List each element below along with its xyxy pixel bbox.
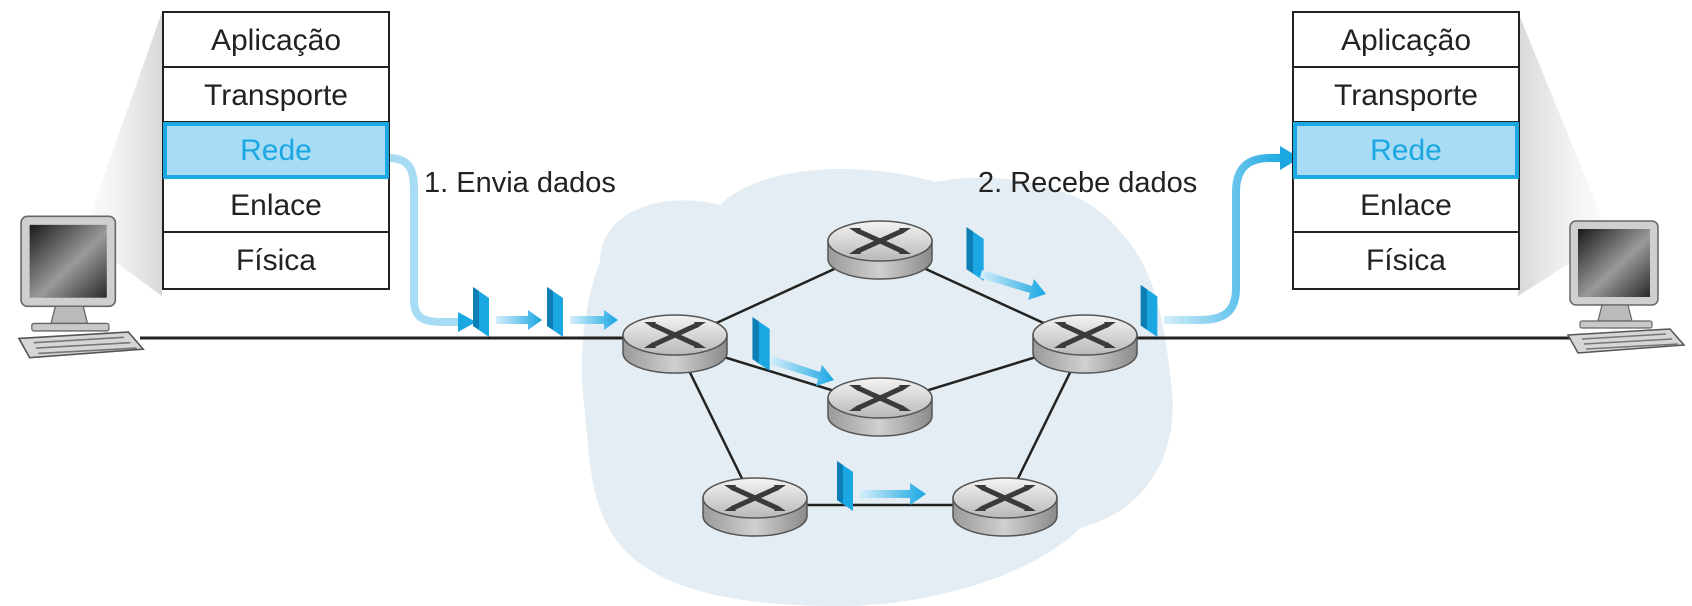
router-icon <box>953 478 1057 536</box>
packet-arrow <box>980 270 1046 300</box>
send-path-arrow <box>387 154 462 326</box>
router-icon <box>828 378 932 436</box>
layer-physical: Física <box>1365 244 1446 277</box>
layer-network: Rede <box>163 122 389 179</box>
send-path-arrowhead <box>458 312 476 332</box>
receive-path-arrow <box>1164 154 1284 324</box>
packet-arrow <box>496 310 542 330</box>
right-protocol-stack: Aplicação Transporte Rede Enlace Física <box>1292 11 1520 290</box>
layer-transport: Transporte <box>1294 68 1518 123</box>
layer-link: Enlace <box>1294 178 1518 233</box>
left-protocol-stack: Aplicação Transporte Rede Enlace Física <box>162 11 390 290</box>
packet-arrow <box>770 356 834 386</box>
packet-arrow <box>860 483 926 505</box>
router-icon <box>1033 315 1137 373</box>
layer-physical: Física <box>235 244 316 277</box>
send-data-label: 1. Envia dados <box>424 167 616 199</box>
packet-icon <box>547 287 563 337</box>
receive-path-arrowhead <box>1280 146 1300 170</box>
router-icon <box>828 221 932 279</box>
layer-network: Rede <box>1293 122 1519 179</box>
router-icon <box>703 478 807 536</box>
layer-application: Aplicação <box>1294 13 1518 68</box>
layer-link: Enlace <box>164 178 388 233</box>
right-host-computer-icon <box>1567 220 1685 354</box>
layer-transport: Transporte <box>164 68 388 123</box>
packet-icon <box>473 287 489 337</box>
router-icon <box>623 315 727 373</box>
layer-application: Aplicação <box>164 13 388 68</box>
receive-data-label: 2. Recebe dados <box>978 167 1198 199</box>
packet-arrow <box>570 310 618 330</box>
